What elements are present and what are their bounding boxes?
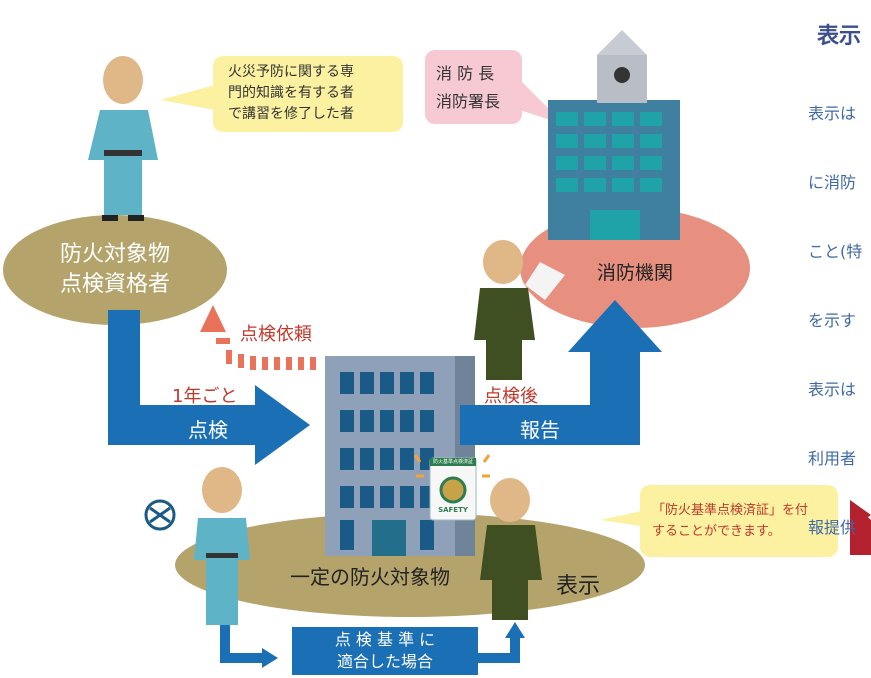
yearly-label: 1年ごと <box>172 386 238 407</box>
sidebar-line: を示す <box>808 311 857 330</box>
compliance-left-connector <box>220 615 262 663</box>
worker-figure <box>194 467 250 625</box>
sidebar-title: 表示 <box>817 24 862 49</box>
compliance-line: 適合した場合 <box>336 652 433 671</box>
callout-line: 門的知識を有する者 <box>228 85 354 101</box>
next-arrow-icon[interactable] <box>850 500 871 530</box>
sidebar-body: 表示は に消防 こと(特 を示す 表示は 利用者 報提供 <box>808 56 871 562</box>
inspector-label-line: 防火対象物 <box>59 242 170 267</box>
callout-line: することができます。 <box>652 524 781 539</box>
qualification-callout <box>213 56 403 132</box>
compliance-right-connector <box>478 638 520 663</box>
inspect-flow-arrow <box>108 310 310 465</box>
chief-callout <box>425 50 522 124</box>
official-figure-top <box>474 240 565 380</box>
inspect-label: 点検 <box>188 418 228 442</box>
chief-callout-text: 消 防 長 消防署長 <box>436 60 516 116</box>
inspector-label-line: 点検資格者 <box>59 272 170 297</box>
compliance-left-arrowhead <box>262 648 278 668</box>
request-arrow <box>200 305 316 370</box>
callout-line: 「防火基準点検済証」を付 <box>652 503 809 518</box>
target-building-label: 一定の防火対象物 <box>290 565 450 589</box>
qualification-callout-text: 火災予防に関する専 門的知識を有する者 で講習を修了した者 <box>228 62 398 125</box>
report-label: 報告 <box>520 418 560 442</box>
target-building <box>325 356 475 556</box>
callout-line: 消 防 長 <box>436 64 495 83</box>
sidebar-line: 表示は <box>808 380 857 399</box>
inspector-ellipse <box>3 215 227 325</box>
compliance-box: 点 検 基 準 に 適合した場合 <box>292 627 478 675</box>
mark-callout-text: 「防火基準点検済証」を付 することができます。 <box>652 500 836 542</box>
callout-line: 消防署長 <box>436 92 501 111</box>
after-inspection-label: 点検後 <box>484 386 538 407</box>
sidebar-line: 利用者 <box>808 449 857 468</box>
badge-word: SAFETY <box>438 506 468 514</box>
callout-line: 火災予防に関する専 <box>228 64 354 80</box>
sidebar-line: に消防 <box>808 173 857 192</box>
callout-line: で講習を修了した者 <box>228 106 354 122</box>
qualification-callout-tail <box>160 85 215 110</box>
badge-header: 防火基準点検済証 <box>432 459 473 465</box>
report-flow-arrow <box>460 300 662 445</box>
inspection-badge <box>413 454 491 521</box>
display-label: 表示 <box>556 574 601 599</box>
fire-agency-label: 消防機関 <box>596 262 673 284</box>
compliance-line: 点 検 基 準 に <box>334 630 436 649</box>
request-label: 点検依頼 <box>240 324 312 345</box>
sidebar-line: 表示は <box>808 104 857 123</box>
inspector-label: 防火対象物 点検資格者 <box>40 240 190 300</box>
inspector-figure <box>88 56 158 221</box>
official-figure-bottom <box>480 478 542 620</box>
sidebar-line: こと(特 <box>808 242 863 261</box>
fire-agency-building <box>548 30 680 240</box>
compliance-right-arrowhead <box>505 622 525 638</box>
sidebar-line: 報提供 <box>808 518 857 537</box>
alert-icon <box>144 499 176 531</box>
mark-callout <box>640 485 838 557</box>
